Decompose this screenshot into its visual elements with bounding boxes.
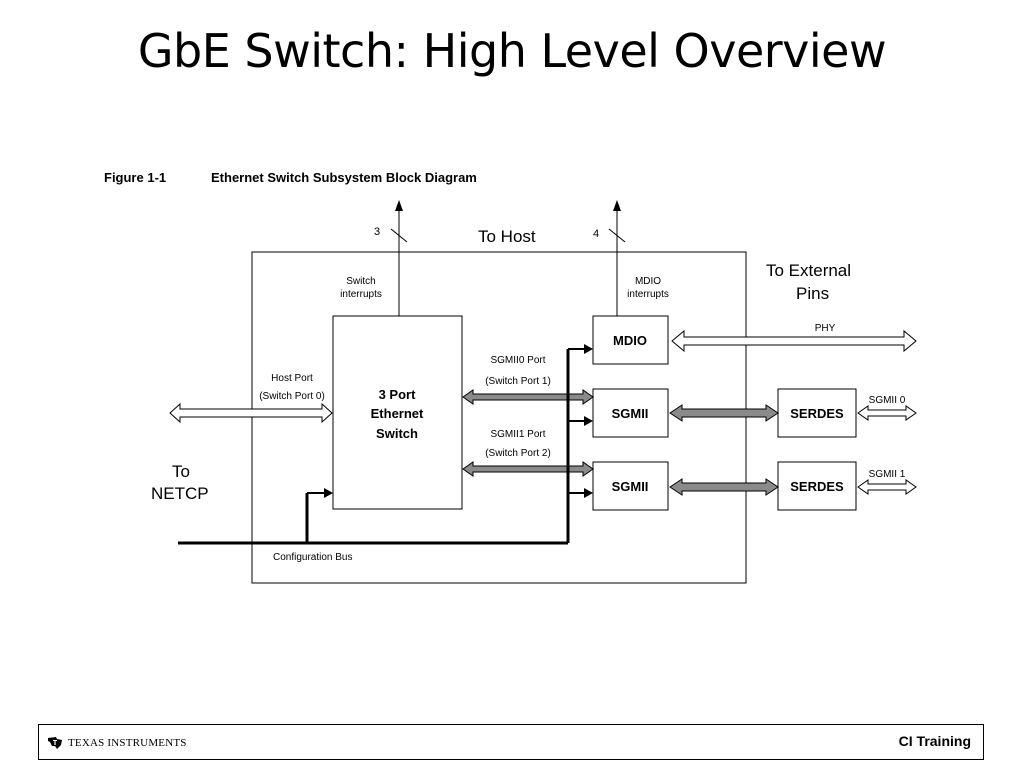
config-bus-switch-arrowhead (324, 488, 333, 498)
switch-interrupt-arrowhead (395, 200, 403, 211)
mdio-interrupt-arrowhead (613, 200, 621, 211)
mdio-block (592, 315, 669, 365)
to-netcp-label-2: NETCP (151, 484, 209, 503)
config-bus-sgmii-bottom-arrowhead (584, 488, 593, 498)
sgmii0-label: SGMII 0 (869, 395, 906, 406)
sgmii-serdes-top-arrow (669, 404, 779, 422)
figure-number: Figure 1-1 (104, 170, 166, 185)
sgmii0-port-arrow (462, 389, 594, 405)
sgmii0-port-label-2: (Switch Port 1) (485, 376, 551, 387)
ci-training-label: CI Training (898, 733, 971, 749)
mdio-interrupts-label-2: interrupts (627, 289, 669, 300)
sgmii1-label: SGMII 1 (869, 469, 906, 480)
mdio-bus-width: 4 (593, 228, 599, 240)
switch-bus-slash (390, 228, 408, 243)
sgmii1-port-label-1: SGMII1 Port (490, 429, 545, 440)
sgmii1-external-arrow (857, 479, 917, 495)
sgmii1-port-label-2: (Switch Port 2) (485, 448, 551, 459)
to-host-label: To Host (478, 227, 536, 246)
sgmii-serdes-bottom-arrow (669, 478, 779, 496)
switch-bus-width: 3 (374, 226, 380, 238)
switch-block-label-2: Ethernet (371, 406, 424, 421)
to-external-label-2: Pins (796, 284, 829, 303)
ethernet-switch-block (332, 315, 463, 510)
host-port-label-1: Host Port (271, 373, 313, 384)
phy-label: PHY (815, 323, 836, 334)
sgmii-bottom-block (592, 461, 669, 511)
switch-interrupts-label-2: interrupts (340, 289, 382, 300)
sgmii-top-block (592, 388, 669, 438)
sgmii-top-label: SGMII (612, 406, 649, 421)
mdio-bus-slash (608, 228, 626, 243)
serdes-top-label: SERDES (790, 406, 844, 421)
sgmii-bottom-label: SGMII (612, 479, 649, 494)
config-bus-sgmii-top-arrowhead (584, 416, 593, 426)
ti-logo: TEXAS INSTRUMENTS (47, 733, 187, 753)
switch-block-label-1: 3 Port (379, 387, 417, 402)
to-netcp-label-1: To (172, 462, 190, 481)
serdes-bottom-block (777, 461, 857, 511)
ti-logo-text: TEXAS INSTRUMENTS (68, 737, 187, 749)
config-bus-mdio-arrowhead (584, 344, 593, 354)
mdio-interrupts-label-1: MDIO (635, 276, 661, 287)
block-diagram: Figure 1-1 Ethernet Switch Subsystem Blo… (104, 170, 917, 584)
figure-caption: Ethernet Switch Subsystem Block Diagram (211, 170, 477, 185)
sgmii0-port-label-1: SGMII0 Port (490, 355, 545, 366)
to-external-label-1: To External (766, 261, 851, 280)
slide-title: GbE Switch: High Level Overview (137, 24, 887, 78)
mdio-block-label: MDIO (613, 333, 647, 348)
config-bus-label: Configuration Bus (273, 552, 353, 563)
switch-interrupts-label-1: Switch (346, 276, 375, 287)
sgmii0-external-arrow (857, 405, 917, 421)
host-port-arrow (169, 402, 333, 424)
phy-arrow (671, 329, 917, 353)
ti-logo-icon (48, 737, 62, 749)
footer-bar: TEXAS INSTRUMENTS CI Training (38, 724, 984, 760)
serdes-bottom-label: SERDES (790, 479, 844, 494)
switch-block-label-3: Switch (376, 426, 418, 441)
host-port-label-2: (Switch Port 0) (259, 391, 325, 402)
sgmii1-port-arrow (462, 461, 594, 477)
